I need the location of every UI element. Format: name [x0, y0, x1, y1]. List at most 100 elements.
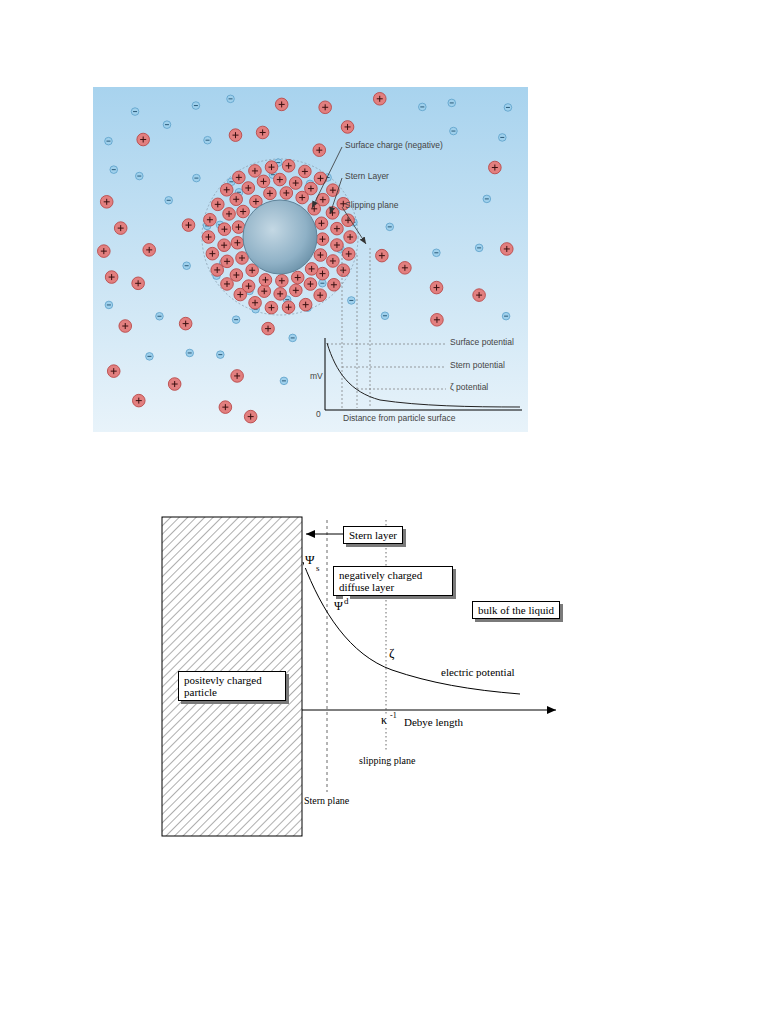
cation: [328, 278, 341, 291]
figure-label: Distance from particle surface: [343, 414, 455, 424]
cation: [98, 245, 111, 258]
cation: [132, 277, 145, 290]
cation: [114, 222, 127, 235]
cation: [119, 320, 132, 333]
cation: [219, 401, 232, 414]
cation: [342, 248, 355, 261]
figure-label: 0: [316, 410, 321, 420]
cation: [500, 243, 513, 256]
anion: [227, 95, 235, 103]
box-text: bulk of the liquid: [478, 604, 554, 616]
cation: [319, 101, 332, 114]
cation: [282, 301, 295, 314]
cation: [299, 165, 312, 178]
anion: [448, 99, 456, 107]
cation: [344, 231, 357, 244]
cation: [258, 285, 271, 298]
figure-label: Slipping plane: [345, 201, 398, 211]
stern-plane-line: [327, 520, 328, 792]
diagram-label: ζ: [388, 646, 395, 661]
cation: [211, 264, 224, 277]
cation: [179, 317, 192, 330]
anion: [204, 136, 212, 144]
cation: [399, 262, 412, 275]
diagram-label: -1: [389, 711, 398, 720]
anion: [419, 103, 427, 111]
cation: [313, 144, 326, 157]
cation: [314, 289, 327, 302]
anion: [381, 312, 389, 320]
diagram-label: Ψ: [304, 553, 316, 568]
anion: [163, 121, 171, 129]
cation: [105, 271, 118, 284]
cation: [326, 207, 339, 220]
cation: [290, 284, 303, 297]
charged-particle-wall: [162, 517, 302, 836]
cation: [237, 205, 250, 218]
cation: [264, 187, 277, 200]
cation: [100, 196, 113, 209]
anion: [450, 127, 458, 135]
cation: [206, 247, 219, 260]
figure-label: ζ potential: [450, 383, 488, 393]
cation: [230, 269, 243, 282]
cation: [265, 301, 278, 314]
cation: [221, 255, 234, 268]
cation: [262, 322, 275, 335]
anion: [131, 108, 139, 116]
cation: [291, 271, 304, 284]
cation: [137, 133, 150, 146]
box-text: Stern layer: [349, 529, 397, 541]
particle-sphere: [243, 200, 317, 274]
anion: [502, 312, 510, 320]
anion: [319, 279, 327, 287]
cation: [218, 223, 231, 236]
ion-cloud: [98, 92, 514, 422]
anion: [146, 353, 154, 361]
cation: [327, 255, 340, 268]
cation: [257, 175, 270, 188]
distance-axis: [302, 710, 556, 711]
cation: [314, 172, 327, 185]
projection-lines: [327, 248, 446, 408]
cation: [242, 280, 255, 293]
cation: [223, 208, 236, 221]
cation: [233, 171, 246, 184]
cation: [289, 177, 302, 190]
anion: [105, 137, 113, 145]
label-box: Stern layer: [343, 526, 403, 544]
cation: [327, 184, 340, 197]
slipping-plane-circle: [202, 159, 358, 315]
cation: [204, 213, 217, 226]
cation: [282, 159, 295, 172]
anion: [105, 301, 113, 309]
anion: [504, 104, 512, 112]
cation: [229, 129, 242, 142]
leader-lines: [312, 147, 366, 244]
diagram-label: slipping plane: [358, 755, 416, 767]
cation: [373, 92, 386, 105]
label-box: bulk of the liquid: [472, 601, 560, 619]
cation: [242, 182, 255, 195]
cation: [341, 121, 354, 134]
cation: [473, 289, 486, 302]
cation: [220, 183, 233, 196]
figure-label: Stern potential: [450, 361, 505, 371]
anion: [193, 174, 201, 182]
cation: [430, 281, 443, 294]
cation: [296, 191, 309, 204]
cation: [107, 365, 120, 378]
potential-graph: [325, 338, 522, 410]
cation: [305, 263, 318, 276]
cation: [231, 236, 244, 249]
anion: [232, 316, 240, 324]
cation: [304, 278, 317, 291]
anion: [156, 312, 164, 320]
cation: [315, 217, 328, 230]
cation: [143, 244, 156, 257]
cation: [256, 126, 269, 139]
cation: [249, 296, 262, 309]
cation: [168, 378, 181, 391]
